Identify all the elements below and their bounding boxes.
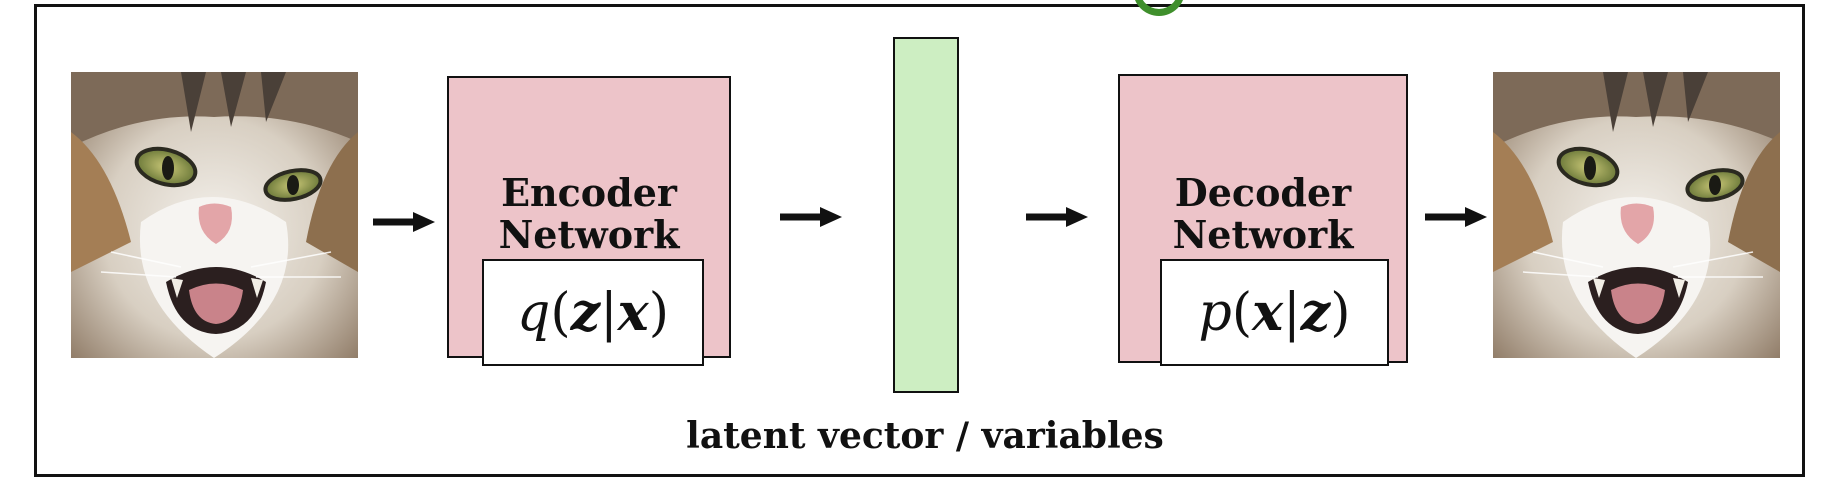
decoder-title-line2: Network (1172, 212, 1354, 257)
encoder-formula: q(z|x) (482, 259, 704, 366)
diagram-frame (34, 4, 1805, 477)
decoder-formula-arg1: x (1252, 282, 1284, 343)
encoder-formula-symbol: q (517, 282, 551, 343)
encoder-title-line1: Encoder (501, 170, 677, 215)
arrow-encoder-to-latent (780, 207, 842, 227)
encoder-title-line2: Network (498, 212, 680, 257)
output-cat-image (1493, 72, 1780, 358)
decoder-formula-arg2: z (1300, 282, 1331, 343)
input-cat-image (71, 72, 358, 358)
decoder-formula: p(x|z) (1160, 259, 1389, 366)
arrow-latent-to-decoder (1026, 207, 1088, 227)
latent-caption: latent vector / variables (686, 415, 1164, 457)
encoder-formula-arg1: z (570, 282, 601, 343)
arrow-input-to-encoder (373, 212, 435, 232)
encoder-formula-arg2: x (617, 282, 649, 343)
arrow-decoder-to-output (1425, 207, 1487, 227)
latent-vector-box (893, 37, 959, 393)
decoder-formula-symbol: p (1198, 282, 1232, 343)
decoder-title-line1: Decoder (1174, 170, 1352, 215)
